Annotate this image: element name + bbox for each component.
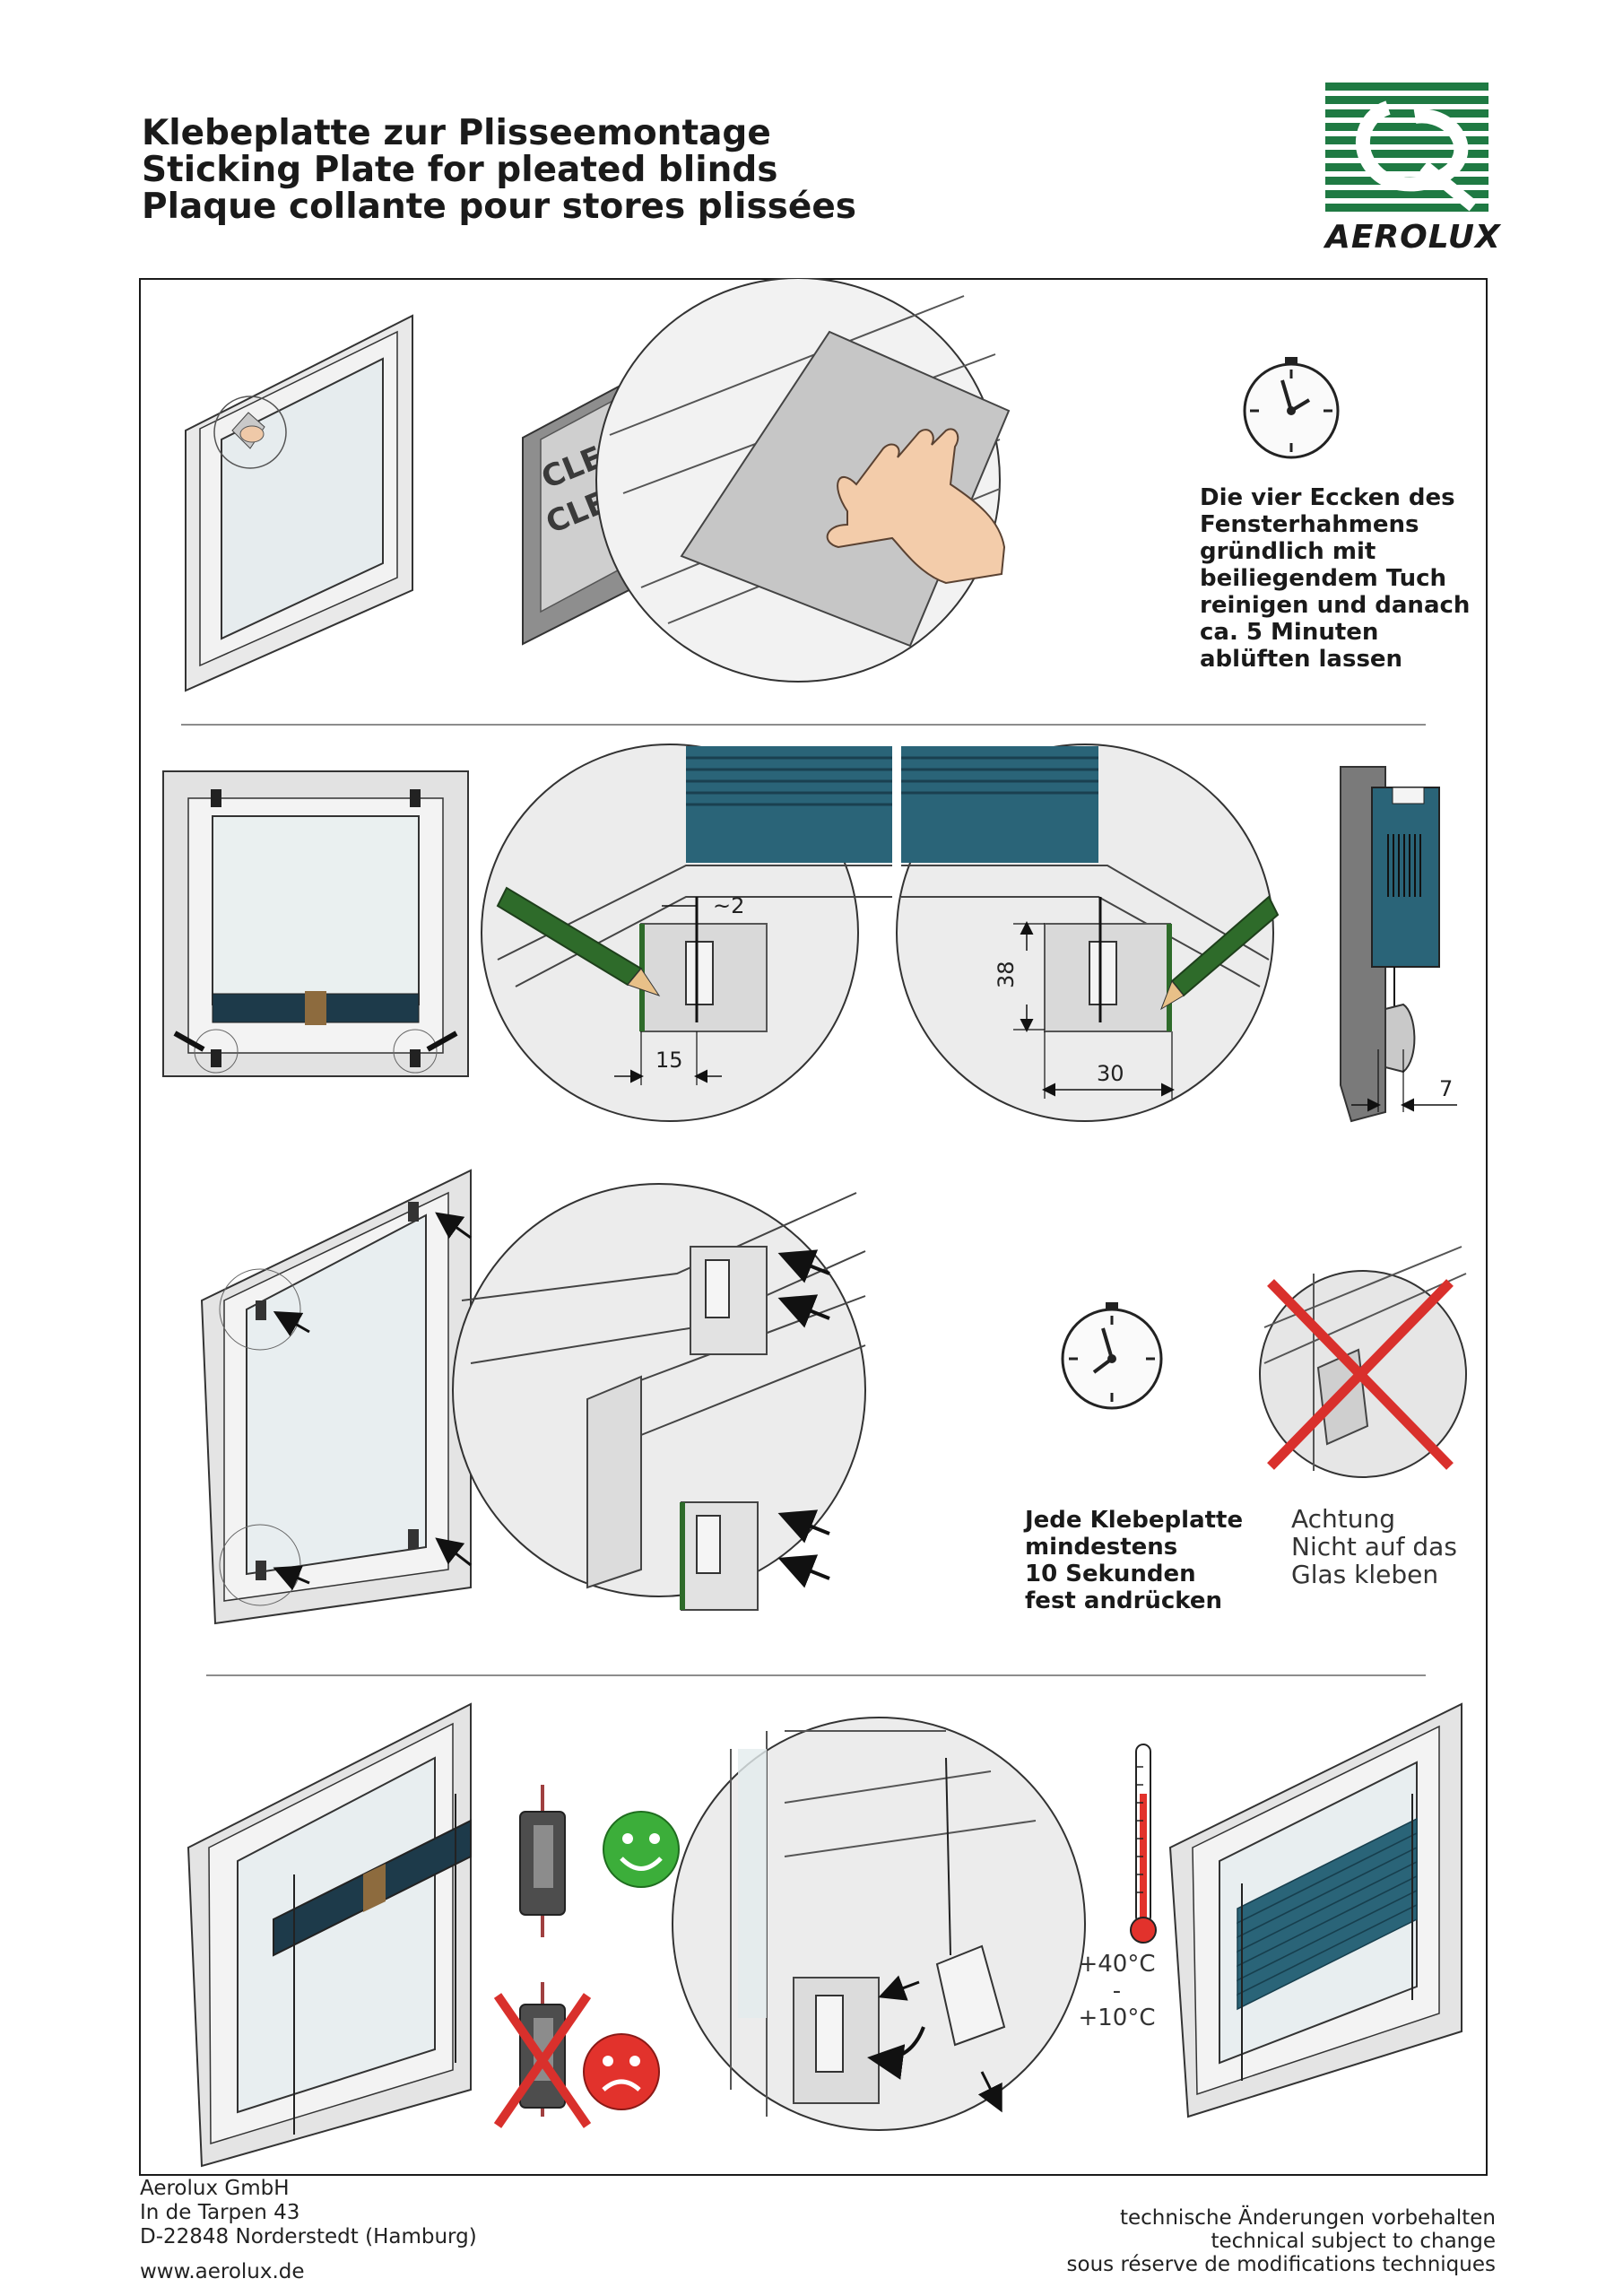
marking-right-closeup: 38 30 — [896, 744, 1280, 1122]
side-profile-view: 7 — [1340, 766, 1457, 1123]
title-block: Klebeplatte zur Plisseemontage Sticking … — [142, 115, 856, 225]
notice-german: technische Änderungen vorbehalten — [1119, 2206, 1496, 2230]
window-pressing-overview — [200, 1169, 472, 1625]
pressing-closeup-circle — [452, 1183, 866, 1611]
brand-name: AEROLUX — [1325, 219, 1501, 256]
clock-icon-press — [1061, 1302, 1163, 1410]
notice-english: technical subject to change — [1211, 2230, 1496, 2253]
finished-pleated-blind — [1168, 1702, 1462, 2118]
aerolux-logo — [1325, 81, 1488, 215]
wipe-closeup-circle — [595, 278, 1011, 683]
notice-french: sous réserve de modifications techniques — [1066, 2253, 1496, 2276]
dim-7-label: 7 — [1439, 1076, 1453, 1101]
company-city: D-22848 Norderstedt (Hamburg) — [140, 2225, 477, 2248]
dim-30-label: 30 — [1097, 1061, 1124, 1086]
dim-15-label: 15 — [655, 1048, 683, 1073]
dim-38-label: 38 — [994, 961, 1019, 988]
thermometer-icon — [1130, 1744, 1157, 1944]
cross-icon-stroke-b — [1267, 1279, 1454, 1470]
title-english: Sticking Plate for pleated blinds — [142, 150, 778, 190]
title-german: Klebeplatte zur Plisseemontage — [142, 113, 771, 153]
cleaning-instruction: Die vier Eccken des Fensterhahmens gründ… — [1200, 484, 1471, 673]
window-marking-overview — [162, 770, 469, 1077]
happy-smiley-icon — [603, 1811, 680, 1888]
change-notice: technische Änderungen vorbehalten techni… — [1067, 2206, 1496, 2276]
company-street: In de Tarpen 43 — [140, 2201, 300, 2224]
correct-mount-example — [519, 1785, 680, 1937]
company-name: Aerolux GmbH — [140, 2177, 290, 2200]
illustration-canvas: CLEAR CLEAN — [162, 278, 1467, 2168]
window-cleaning-illustration — [185, 314, 413, 692]
incorrect-mount-example — [493, 1982, 660, 2128]
clock-icon — [1243, 357, 1340, 459]
title-french: Plaque collante pour stores plissées — [142, 187, 856, 227]
marking-left-closeup: ~2 15 — [481, 744, 892, 1122]
wrong-placement-glass — [1259, 1246, 1467, 1478]
company-address: Aerolux GmbH In de Tarpen 43 D-22848 Nor… — [140, 2177, 477, 2249]
cord-hook-closeup — [672, 1717, 1086, 2131]
website-link[interactable]: www.aerolux.de — [140, 2260, 305, 2283]
dim-gap-label: ~2 — [713, 893, 744, 918]
window-with-headrail — [187, 1702, 472, 2168]
temp-separator: - — [1112, 1978, 1122, 2005]
glass-warning: Achtung Nicht auf das Glas kleben — [1291, 1504, 1457, 1589]
sad-smiley-icon — [583, 2033, 660, 2110]
pressing-instruction: Jede Klebeplatte mindestens 10 Sekunden … — [1025, 1507, 1244, 1614]
temp-low: +10°C — [1078, 2005, 1156, 2031]
temp-high: +40°C — [1078, 1951, 1156, 1978]
temperature-range: +40°C - +10°C — [1074, 1951, 1159, 2031]
